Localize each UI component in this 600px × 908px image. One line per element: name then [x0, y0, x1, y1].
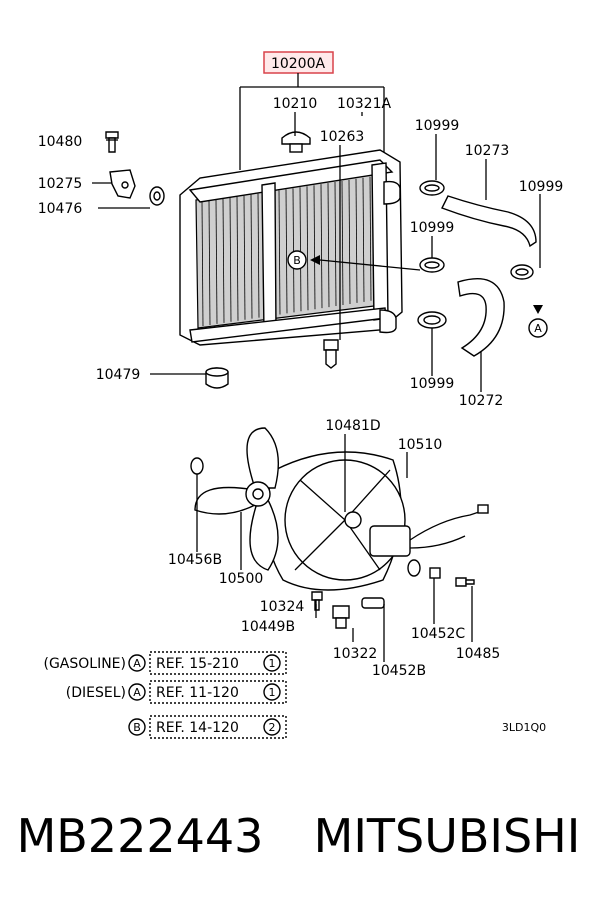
radiator-fin [320, 184, 323, 309]
screw-10485 [455, 577, 475, 587]
svg-text:(GASOLINE): (GASOLINE) [43, 656, 126, 672]
label-10485: 10485 [456, 646, 501, 662]
hose-clamp-low [417, 311, 447, 329]
label-10510: 10510 [398, 437, 443, 453]
label-10481D: 10481D [325, 418, 380, 434]
label-10275: 10275 [38, 176, 83, 192]
label-10500: 10500 [219, 571, 264, 587]
hose-10272 [457, 278, 505, 357]
hose-clamp-top [419, 180, 445, 196]
radiator-fin [229, 197, 232, 322]
hose-clamp-mid [419, 257, 445, 273]
label-10479: 10479 [96, 367, 141, 383]
callout-b-upper: B [287, 250, 421, 271]
nut-10456B [190, 457, 204, 475]
footer-part-number: MB222443 [17, 809, 264, 863]
callout-a-upper: A [528, 305, 548, 338]
radiator-fin [208, 200, 211, 325]
radiator-fin [236, 196, 239, 321]
label-10324: 10324 [260, 599, 305, 615]
hose-10273 [441, 195, 537, 248]
svg-text:2: 2 [269, 721, 276, 734]
radiator-fin [285, 189, 288, 314]
bracket-10275 [109, 169, 136, 199]
radiator-fin [299, 187, 302, 312]
label-10210: 10210 [273, 96, 318, 112]
svg-text:B: B [133, 721, 141, 734]
svg-text:1: 1 [269, 657, 276, 670]
clip-10452C [429, 567, 441, 579]
svg-text:REF. 14-120: REF. 14-120 [156, 720, 239, 736]
bushing-10476 [149, 186, 165, 206]
radiator-fin [306, 186, 309, 311]
bolt-10324 [311, 591, 323, 611]
switch-10322 [332, 605, 350, 629]
label-10999-low: 10999 [410, 376, 455, 392]
radiator-fin [355, 178, 358, 303]
connector [477, 504, 489, 514]
label-10273: 10273 [465, 143, 510, 159]
radiator-fin [341, 180, 344, 306]
drain-plug-10263 [323, 339, 339, 369]
reference-diesel: (DIESEL) A REF. 11-120 1 [66, 680, 287, 704]
radiator-fin [348, 179, 351, 304]
label-10263: 10263 [320, 129, 365, 145]
cushion-10479 [205, 367, 229, 389]
radiator-fin [278, 190, 281, 315]
hose-clamp-right [510, 264, 534, 280]
label-10480: 10480 [38, 134, 83, 150]
radiator-fin [243, 195, 246, 320]
radiator-cap-10210 [281, 131, 311, 153]
svg-text:(DIESEL): (DIESEL) [66, 685, 126, 701]
reference-gasoline: (GASOLINE) A REF. 15-210 1 [43, 651, 287, 675]
diagram-code: 3LD1Q0 [502, 721, 546, 734]
label-10476: 10476 [38, 201, 83, 217]
svg-text:A: A [534, 322, 542, 335]
radiator-fin [313, 185, 316, 310]
radiator-fin [215, 199, 218, 324]
label-10321A: 10321A [337, 96, 392, 112]
label-10322: 10322 [333, 646, 378, 662]
radiator-fin [362, 177, 365, 302]
main-part-label: 10200A [271, 56, 326, 72]
radiator-fin [369, 176, 372, 301]
footer-brand: MITSUBISHI [314, 809, 581, 863]
radiator [179, 149, 403, 346]
relay-10452B [361, 597, 385, 609]
label-10999-top: 10999 [415, 118, 460, 134]
grommet-10452C [407, 559, 421, 577]
wiring-harness [409, 509, 486, 549]
svg-text:REF. 11-120: REF. 11-120 [156, 685, 239, 701]
fan-shroud-10510 [265, 451, 406, 591]
svg-text:A: A [133, 657, 141, 670]
svg-text:A: A [133, 686, 141, 699]
label-10449B: 10449B [241, 619, 295, 635]
svg-text:1: 1 [269, 686, 276, 699]
fan-motor [344, 511, 411, 557]
svg-text:REF. 15-210: REF. 15-210 [156, 656, 239, 672]
radiator-fin [292, 188, 295, 313]
radiator-fin [257, 193, 260, 318]
radiator-fin [327, 183, 330, 308]
reference-b: B REF. 14-120 2 [128, 715, 287, 739]
svg-text:B: B [293, 254, 301, 267]
radiator-fin [334, 182, 337, 307]
label-10456B: 10456B [168, 552, 222, 568]
label-10452C: 10452C [411, 626, 466, 642]
bolt-10480 [105, 131, 119, 153]
label-10452B: 10452B [372, 663, 426, 679]
label-10272: 10272 [459, 393, 504, 409]
label-10999-right: 10999 [519, 179, 564, 195]
fan-blade-10500 [194, 427, 280, 571]
label-10999-mid: 10999 [410, 220, 455, 236]
leader-lines [92, 112, 541, 662]
radiator-fin [250, 194, 253, 319]
radiator-fin [222, 198, 225, 323]
radiator-fin [201, 201, 204, 327]
